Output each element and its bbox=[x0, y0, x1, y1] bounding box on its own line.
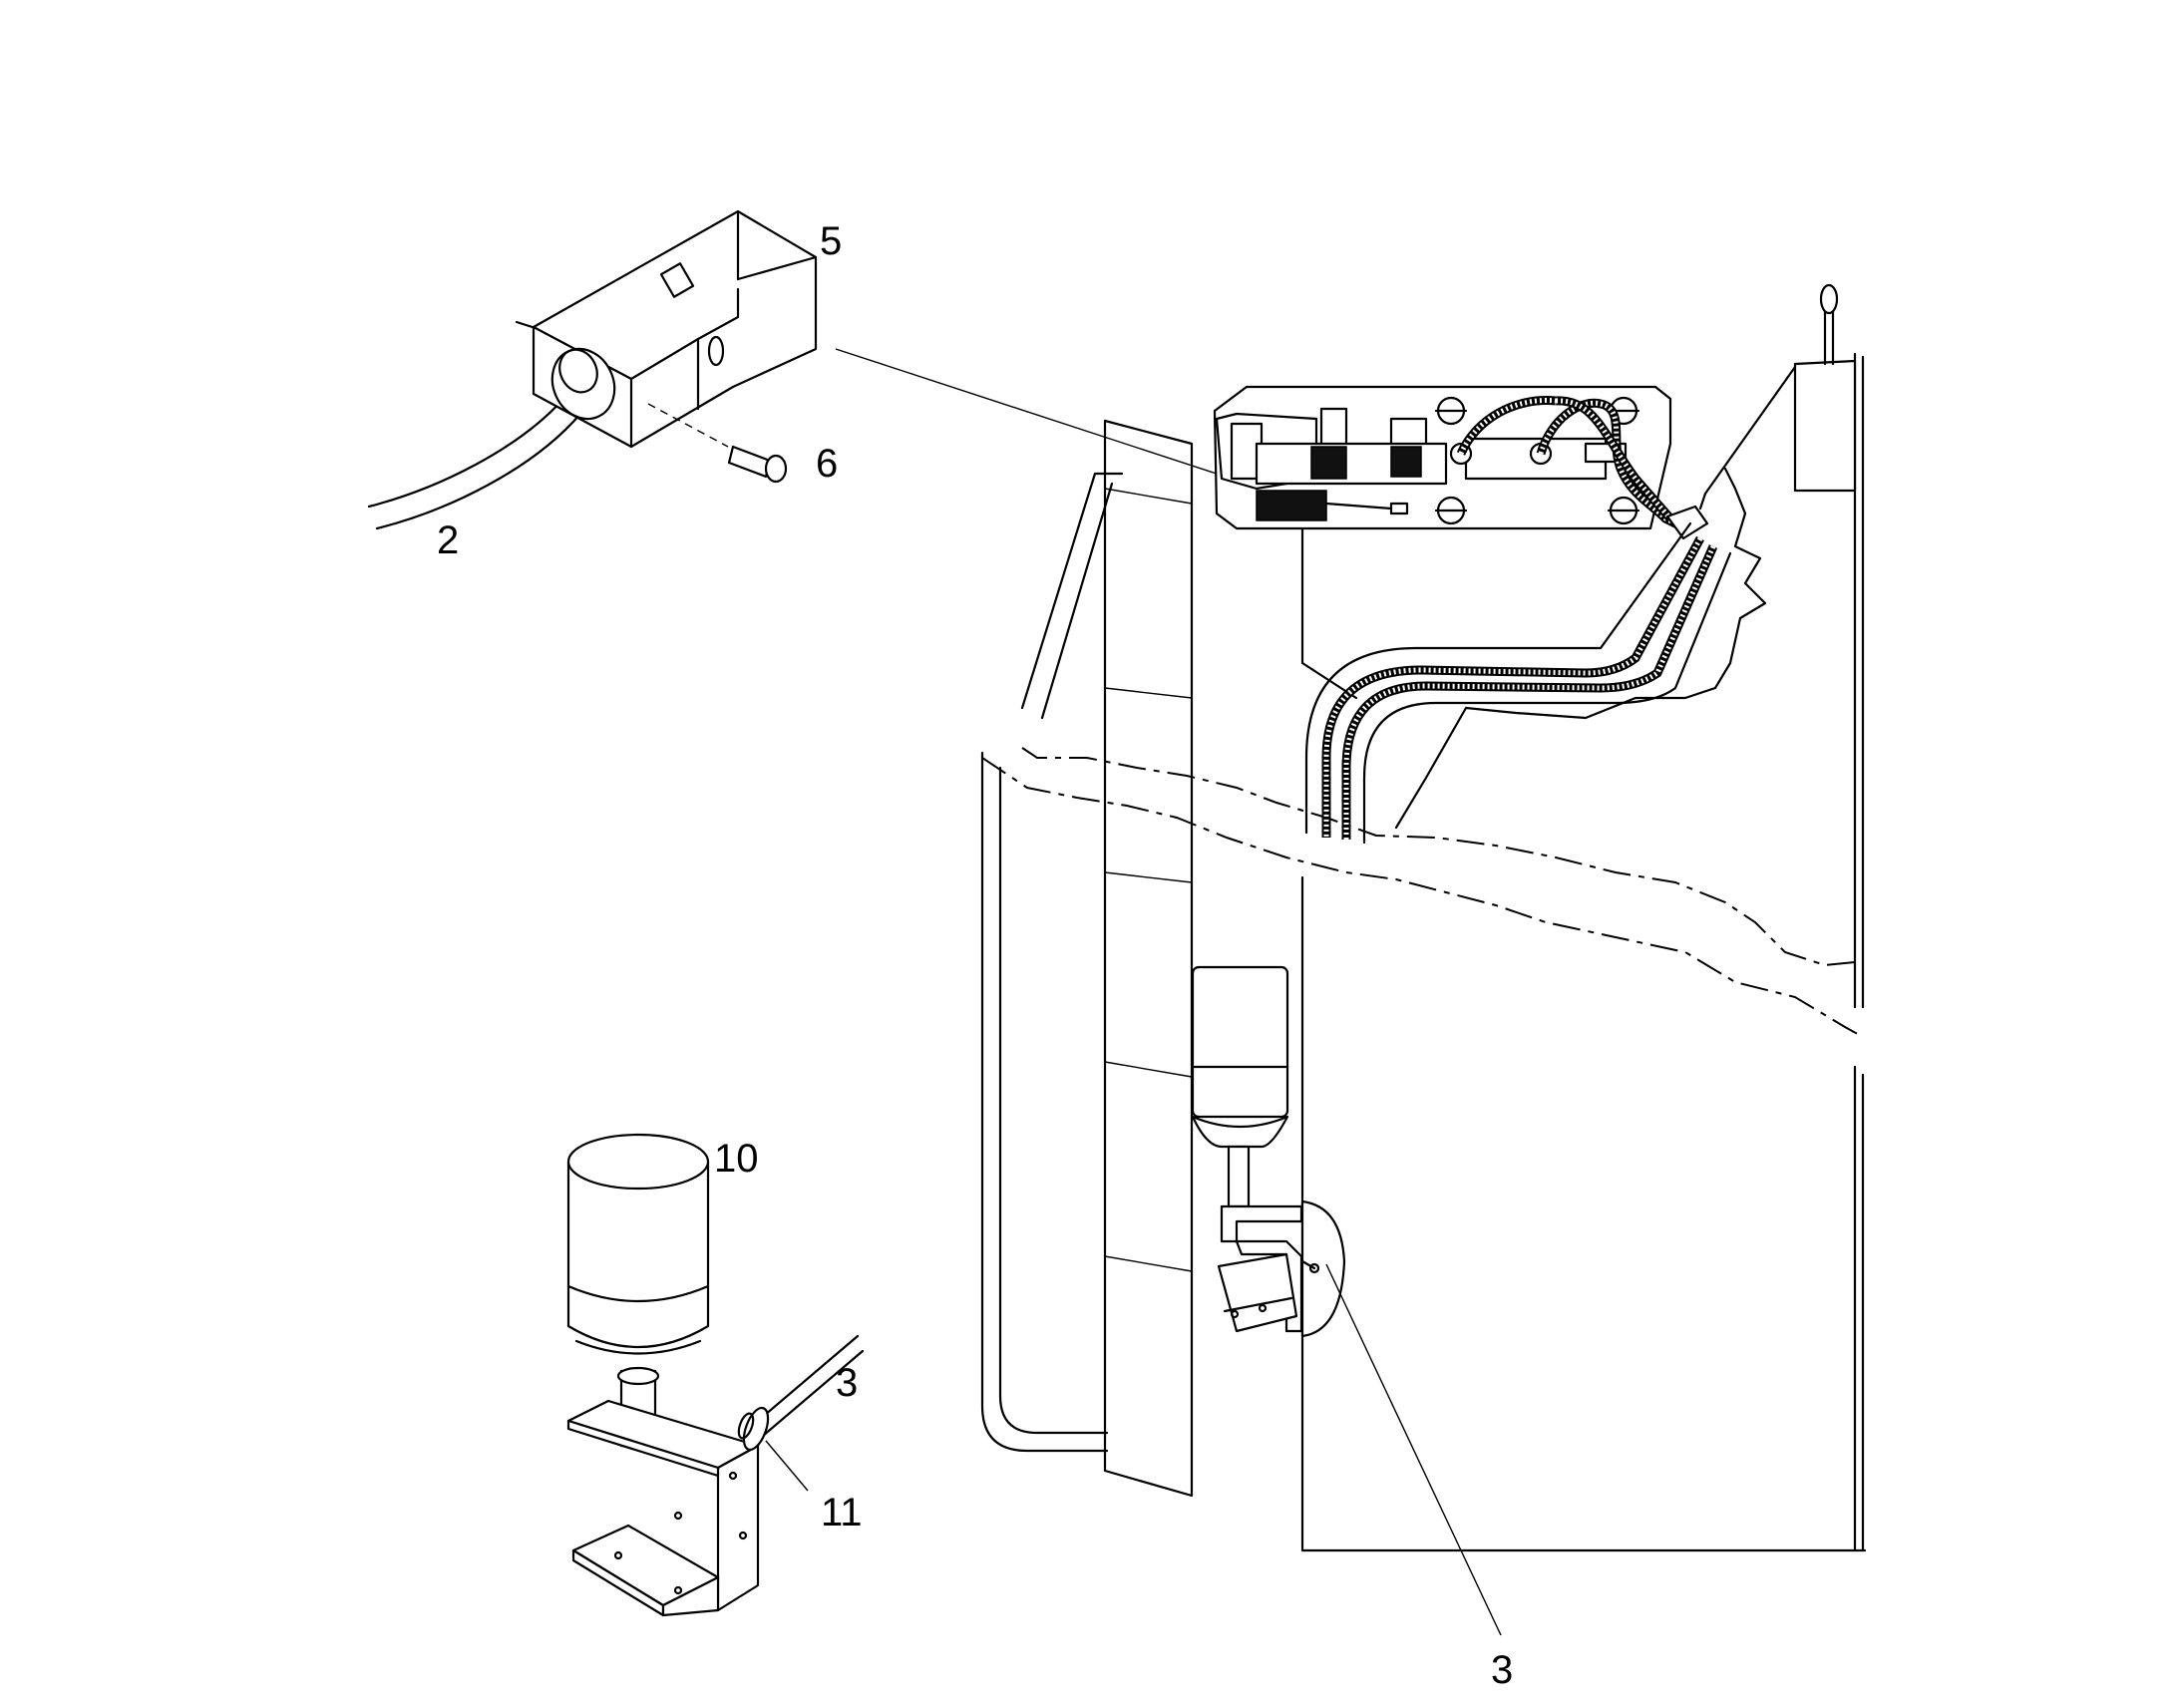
callout-3-lamp: 3 bbox=[836, 1361, 858, 1405]
callout-3-bottom: 3 bbox=[1491, 1648, 1513, 1692]
proximity-switch-detail bbox=[367, 209, 818, 530]
callout-5: 5 bbox=[820, 219, 842, 263]
callout-6: 6 bbox=[816, 442, 838, 486]
callout-10: 10 bbox=[714, 1137, 759, 1181]
leader-line-5 bbox=[835, 348, 1287, 498]
callout-2: 2 bbox=[437, 518, 459, 562]
beacon-lamp-detail bbox=[566, 1133, 865, 1617]
machine-assembly-view bbox=[980, 283, 1867, 1636]
callout-11: 11 bbox=[821, 1491, 863, 1535]
